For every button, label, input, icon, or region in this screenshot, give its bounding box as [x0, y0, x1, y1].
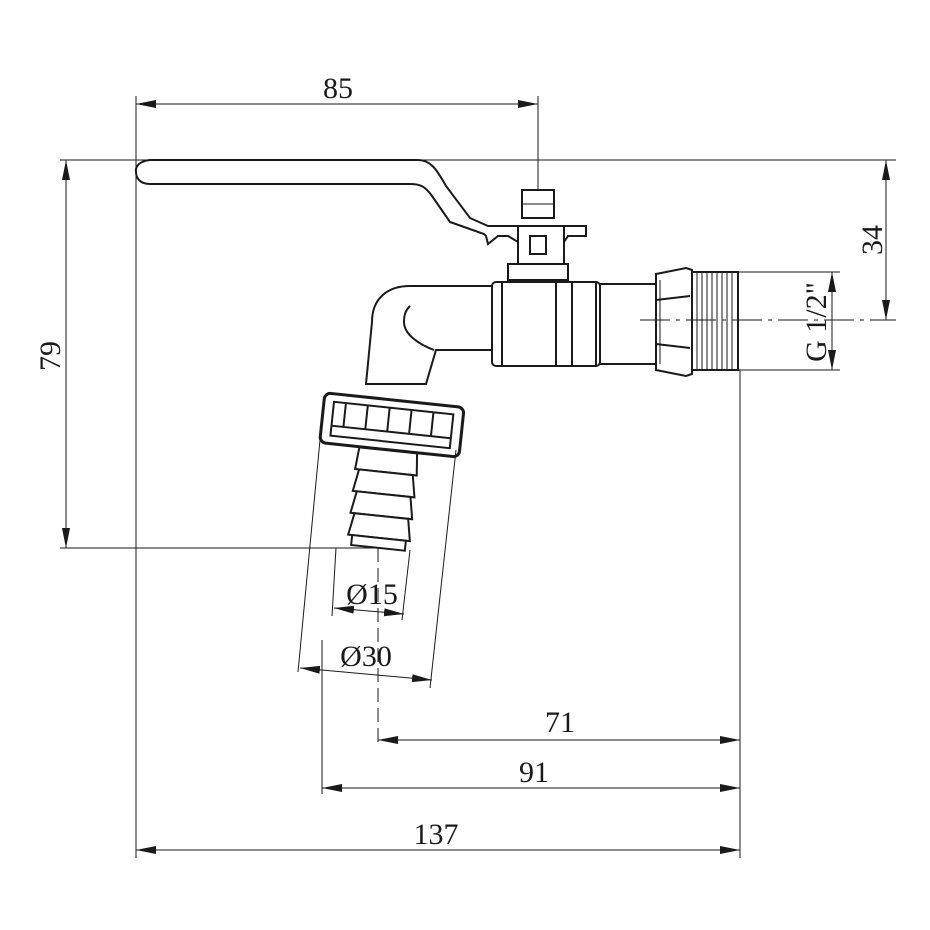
male-thread — [691, 271, 739, 371]
elbow-spout — [364, 285, 497, 385]
union-nut — [318, 391, 466, 459]
dim-label-91: 91 — [519, 756, 549, 789]
dim-label-85: 85 — [323, 72, 353, 105]
dim-label-d30: Ø30 — [340, 640, 392, 673]
dim-label-34: 34 — [856, 225, 889, 255]
dimension-lines — [62, 100, 890, 854]
hex-nut — [655, 266, 693, 378]
dim-label-137: 137 — [414, 818, 459, 851]
extension-lines — [60, 96, 896, 858]
dim-label-79: 79 — [34, 341, 67, 371]
dimension-labels: 85 34 79 G 1/2" Ø15 Ø30 71 91 137 — [34, 72, 889, 851]
dim-label-thread: G 1/2" — [800, 282, 833, 362]
ball-valve-tap — [134, 159, 739, 552]
dim-label-d15: Ø15 — [346, 578, 398, 611]
hose-barb — [346, 446, 419, 552]
dim-line-d30 — [299, 665, 433, 683]
stem-neck — [507, 263, 569, 281]
valve-body — [491, 281, 601, 367]
extension-pipe — [599, 283, 657, 365]
dim-line-d15 — [333, 605, 405, 617]
dim-label-71: 71 — [545, 706, 575, 739]
